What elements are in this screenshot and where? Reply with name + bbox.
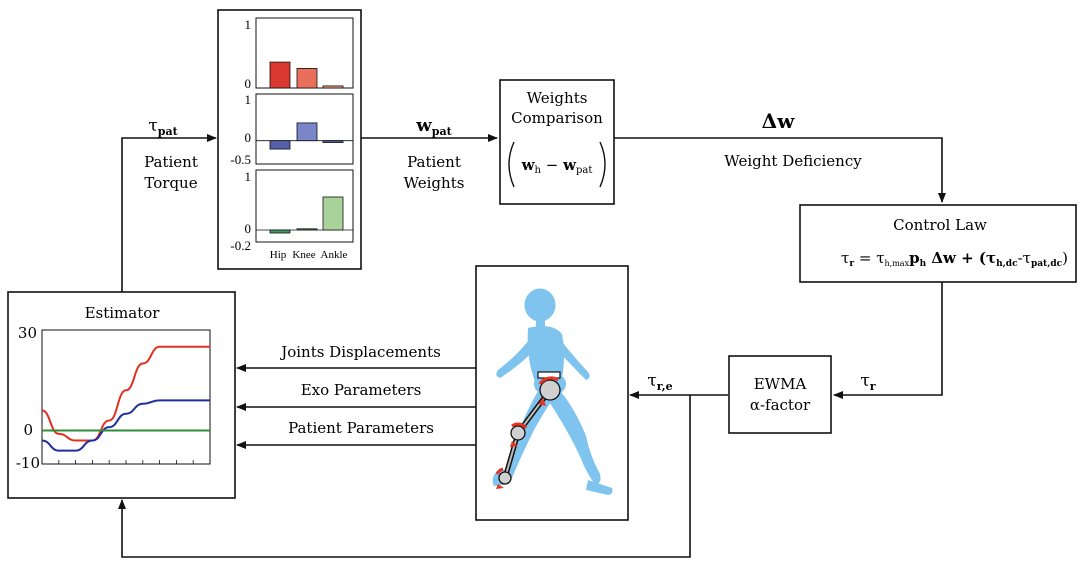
arrow-tau-r bbox=[833, 282, 943, 399]
patient-weights-label-1: Patient bbox=[407, 153, 461, 171]
comparison-title-2: Comparison bbox=[511, 109, 603, 127]
weights-p3-ytick-0: 0 bbox=[245, 221, 252, 236]
knee-torque-arrowhead bbox=[510, 441, 518, 447]
estimator-curve-red bbox=[41, 345, 210, 442]
weights-p1-ytick-1: 1 bbox=[245, 17, 252, 32]
control-law-block: Control Law τr = τh,maxph Δw + (τh,dc-τp… bbox=[799, 204, 1077, 283]
tau-pat-label: τpat bbox=[148, 116, 178, 138]
tau-re-label: τr,e bbox=[647, 371, 672, 393]
hip-torque-arc bbox=[538, 376, 559, 385]
hip-joint bbox=[539, 379, 561, 401]
ewma-alpha: α-factor bbox=[750, 396, 811, 414]
weights-bar-ankle bbox=[322, 85, 344, 89]
patient-torque-label-2: Torque bbox=[144, 174, 197, 192]
exo-parameters-label: Exo Parameters bbox=[301, 381, 422, 399]
patient-weights-label-2: Weights bbox=[404, 174, 465, 192]
exoskeleton-block bbox=[475, 265, 629, 521]
tau-r-label: τr bbox=[860, 371, 875, 393]
connectors bbox=[118, 134, 946, 558]
weights-xtick-ankle: Ankle bbox=[321, 249, 348, 261]
ankle-joint bbox=[498, 471, 512, 485]
ewma-block: EWMA α-factor bbox=[728, 355, 832, 434]
patient-parameters-label: Patient Parameters bbox=[288, 419, 434, 437]
weights-bar-ankle bbox=[322, 140, 344, 143]
weight-deficiency-label: Weight Deficiency bbox=[724, 152, 862, 170]
control-law-equation: τr = τh,maxph Δw + (τh,dc-τpat,dc) bbox=[841, 249, 1068, 269]
weights-p2-ytick-0: 0 bbox=[245, 130, 252, 145]
weights-xtick-hip: Hip bbox=[270, 249, 287, 261]
ankle-torque-arc bbox=[495, 467, 504, 475]
delta-w-label: Δw bbox=[762, 109, 796, 133]
joints-displacements-label: Joints Displacements bbox=[279, 343, 441, 361]
weights-p2-ytick-neg05: -0.5 bbox=[230, 152, 251, 167]
weights-xtick-knee: Knee bbox=[292, 249, 315, 261]
weights-bars bbox=[256, 61, 353, 234]
weights-bar-hip bbox=[269, 61, 291, 89]
knee-joint bbox=[510, 425, 526, 441]
weights-bar-knee bbox=[296, 228, 318, 231]
hip-torque-arrowhead bbox=[538, 398, 546, 406]
control-law-title: Control Law bbox=[893, 216, 987, 234]
exoskeleton-frame bbox=[495, 371, 561, 489]
knee-torque-arc bbox=[511, 422, 528, 430]
weights-bar-hip bbox=[269, 140, 291, 150]
weights-block: 1 0 1 0 -0.5 1 0 -0.2 Hip Knee Ankle bbox=[217, 9, 362, 270]
arrow-tau-pat bbox=[121, 134, 217, 292]
arrow-delta-w bbox=[614, 137, 946, 203]
estimator-title: Estimator bbox=[85, 304, 161, 322]
estimator-xticks bbox=[58, 460, 194, 464]
estimator-curve-blue bbox=[41, 399, 210, 452]
weights-p3-ytick-neg02: -0.2 bbox=[230, 238, 251, 253]
estimator-curves bbox=[41, 345, 210, 452]
weights-comparison-block: Weights Comparison wh − wpat bbox=[499, 79, 615, 205]
estimator-ytick-30: 30 bbox=[18, 324, 37, 342]
comparison-paren-right bbox=[599, 141, 606, 188]
weights-bar-hip bbox=[269, 229, 291, 234]
weights-bar-knee bbox=[296, 68, 318, 89]
w-pat-label: wpat bbox=[415, 115, 452, 138]
estimator-ytick-neg10: -10 bbox=[16, 454, 40, 472]
weights-plot-3-frame bbox=[255, 169, 354, 243]
estimator-ytick-0: 0 bbox=[23, 421, 33, 439]
weights-p3-ytick-1: 1 bbox=[245, 169, 252, 184]
weights-p2-ytick-1: 1 bbox=[245, 92, 252, 107]
comparison-formula: wh − wpat bbox=[521, 156, 593, 176]
ewma-title: EWMA bbox=[754, 375, 807, 393]
ankle-torque-arrowhead bbox=[496, 484, 504, 489]
comparison-title-1: Weights bbox=[527, 89, 588, 107]
weights-bar-knee bbox=[296, 122, 318, 142]
weights-p1-ytick-0: 0 bbox=[245, 76, 252, 91]
weights-plot-2-frame bbox=[255, 93, 354, 165]
comparison-paren-left bbox=[508, 141, 515, 188]
estimator-block: Estimator 30 0 -10 bbox=[7, 291, 236, 499]
weights-bar-ankle bbox=[322, 196, 344, 231]
arrow-feedback bbox=[118, 395, 691, 558]
patient-torque-label-1: Patient bbox=[144, 153, 198, 171]
